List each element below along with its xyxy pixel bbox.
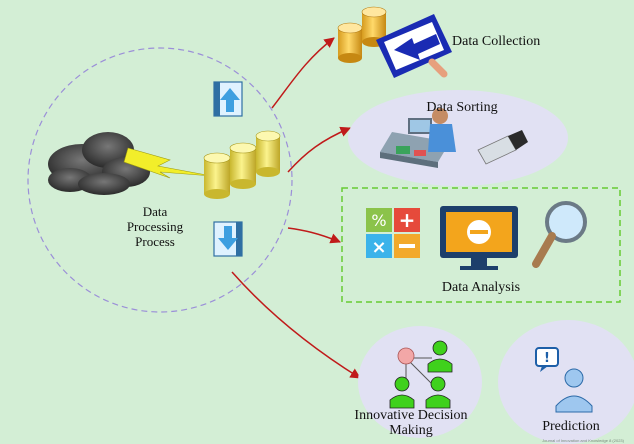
data-analysis-label: Data Analysis xyxy=(441,280,521,295)
arrow-to-decision xyxy=(231,271,361,379)
collection-cylinders-icon xyxy=(337,6,387,63)
upload-arrow-icon xyxy=(213,81,243,117)
svg-text:×: × xyxy=(371,237,386,258)
sorting-ellipse xyxy=(348,90,568,186)
data-processing-process-label: Data Processing Process xyxy=(110,204,200,250)
cloud-icon xyxy=(48,132,150,195)
decision-label-line-2: Making xyxy=(389,423,433,439)
processing-label-line-2: Processing xyxy=(126,218,184,234)
back-arrow-icon xyxy=(376,14,452,78)
office-worker-icon xyxy=(380,108,456,168)
process-boundary-circle xyxy=(27,47,293,313)
decision-ellipse xyxy=(358,326,482,438)
monitor-icon xyxy=(440,206,518,270)
lightning-icon xyxy=(123,147,213,179)
speech-bubble-person-icon: ! xyxy=(535,347,593,413)
org-chart-icon xyxy=(389,340,453,409)
svg-text:+: + xyxy=(399,208,416,232)
download-arrow-icon xyxy=(213,221,243,257)
svg-text:!: ! xyxy=(544,351,550,366)
storage-cylinders-icon xyxy=(203,130,281,199)
svg-text:%: % xyxy=(371,211,386,230)
footer-watermark: Journal of Innovation and Knowledge 8 (2… xyxy=(542,438,624,443)
magnifier-icon xyxy=(532,201,587,268)
processing-label-line-3: Process xyxy=(135,233,175,249)
prediction-label: Prediction xyxy=(542,419,600,434)
analysis-box xyxy=(341,187,621,303)
usb-drive-icon xyxy=(477,130,528,165)
data-collection-label: Data Collection xyxy=(452,34,541,49)
calculator-icon: % + × xyxy=(366,208,420,258)
innovative-decision-label: Innovative Decision Making xyxy=(346,408,476,439)
data-sorting-label: Data Sorting xyxy=(426,100,498,115)
arrow-to-analysis xyxy=(287,227,341,244)
processing-label-line-1: Data xyxy=(142,204,168,219)
arrow-to-sorting xyxy=(287,126,351,173)
arrow-to-collection xyxy=(271,37,335,109)
decision-label-line-1: Innovative Decision xyxy=(354,408,468,423)
